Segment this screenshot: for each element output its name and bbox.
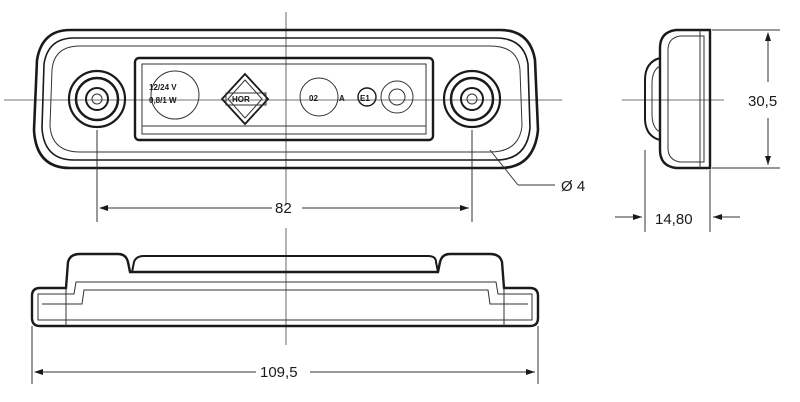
logo-text: HOR	[232, 95, 250, 104]
bottom-inner-line	[37, 281, 533, 321]
side-body-inner	[667, 35, 705, 163]
dimension-14-80-label: 14,80	[655, 211, 693, 228]
dimension-hole-diameter: Ø 4	[489, 149, 585, 195]
dimension-109-5: 109,5	[31, 326, 539, 384]
dimension-109-5-label: 109,5	[260, 364, 298, 381]
voltage-circle	[150, 70, 200, 120]
side-lens	[644, 57, 661, 141]
bottom-view: 109,5	[30, 228, 540, 384]
power-marking: 0,8/1 W	[149, 96, 177, 105]
right-mounting-hole	[442, 69, 502, 129]
dimension-14-80: 14,80	[615, 150, 740, 232]
front-view: 12/24 V 0,8/1 W HOR 02 A E1 82 Ø 4	[4, 12, 585, 222]
dimension-diameter-label: Ø 4	[561, 178, 585, 195]
led-circle-right-inner	[388, 88, 406, 106]
housing-rim	[49, 45, 523, 153]
led-circle-right	[380, 80, 414, 114]
approval-mark: E1	[360, 94, 370, 103]
housing-inner-outline	[41, 37, 531, 161]
code-circle	[299, 77, 339, 117]
bottom-body	[30, 252, 540, 328]
left-mounting-hole	[67, 69, 127, 129]
dimension-82: 82	[96, 130, 473, 222]
dimension-30-5: 30,5	[712, 29, 780, 169]
side-body	[658, 28, 712, 170]
lens	[141, 63, 427, 135]
dimension-82-label: 82	[275, 200, 292, 217]
bottom-lens-dome	[131, 255, 439, 273]
logo-plate	[225, 92, 267, 106]
bottom-step-line	[42, 289, 528, 305]
voltage-marking: 12/24 V	[149, 83, 177, 92]
logo-diamond	[220, 72, 270, 126]
code-marking: 02	[309, 94, 318, 103]
approval-circle	[357, 87, 377, 107]
housing-outline	[32, 28, 540, 170]
approval-letter: A	[339, 94, 345, 103]
side-view: 30,5 14,80	[615, 28, 780, 232]
lens-frame	[133, 56, 435, 142]
dimension-30-5-label: 30,5	[748, 93, 777, 110]
